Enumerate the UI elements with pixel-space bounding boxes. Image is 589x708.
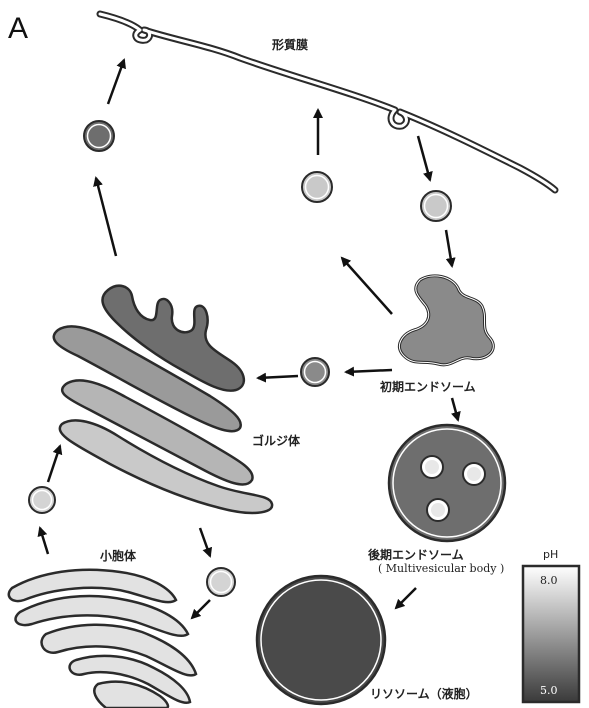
arrow-er-to-vesicle — [40, 528, 48, 554]
late-endosome-sublabel: ( Multivesicular body ) — [378, 562, 504, 575]
ph-scale-title: pH — [543, 548, 558, 561]
late-endosome-mvb — [389, 425, 505, 541]
arrow-secretion-to-pm — [108, 60, 124, 104]
arrow-pm-to-endocytic — [418, 136, 430, 180]
arrow-vesicle-to-er — [192, 600, 210, 618]
vesicle-secretory-dark — [84, 121, 114, 151]
er-label: 小胞体 — [100, 547, 136, 564]
panel-label: A — [8, 12, 28, 46]
vesicle-recycling — [302, 172, 332, 202]
late-endosome-label: 後期エンドソーム — [368, 546, 464, 563]
vesicle-er-to-golgi — [29, 487, 55, 513]
golgi-apparatus — [54, 286, 272, 513]
plasma-membrane-label: 形質膜 — [272, 36, 308, 53]
vesicle-golgi-to-endosome — [301, 358, 329, 386]
lysosome-label: リソソーム（液胞） — [370, 685, 478, 702]
lysosome — [257, 576, 385, 704]
arrow-late-to-lysosome — [396, 588, 416, 608]
arrow-early-to-recycling — [342, 258, 392, 314]
arrow-vesicle-to-golgi-cis — [48, 446, 60, 482]
early-endosome — [399, 276, 493, 365]
arrow-golgi-to-er-vesicle — [200, 528, 210, 556]
endoplasmic-reticulum — [9, 570, 196, 708]
early-endosome-label: 初期エンドソーム — [380, 378, 476, 395]
arrow-early-to-late — [452, 398, 458, 420]
golgi-label: ゴルジ体 — [252, 432, 300, 449]
arrow-vesicle-to-golgi — [258, 376, 298, 378]
arrow-early-to-vesicle — [346, 370, 392, 372]
intraluminal-vesicle — [463, 463, 485, 485]
vesicle-golgi-to-er — [207, 568, 235, 596]
vesicle-endocytic — [421, 191, 451, 221]
ph-scale-max: 8.0 — [540, 574, 558, 587]
intraluminal-vesicle — [421, 456, 443, 478]
ph-scale-min: 5.0 — [540, 684, 558, 697]
intraluminal-vesicle — [427, 499, 449, 521]
arrow-endocytic-to-early — [446, 230, 452, 266]
arrow-golgi-to-secretory — [96, 178, 116, 256]
plasma-membrane — [100, 14, 555, 190]
